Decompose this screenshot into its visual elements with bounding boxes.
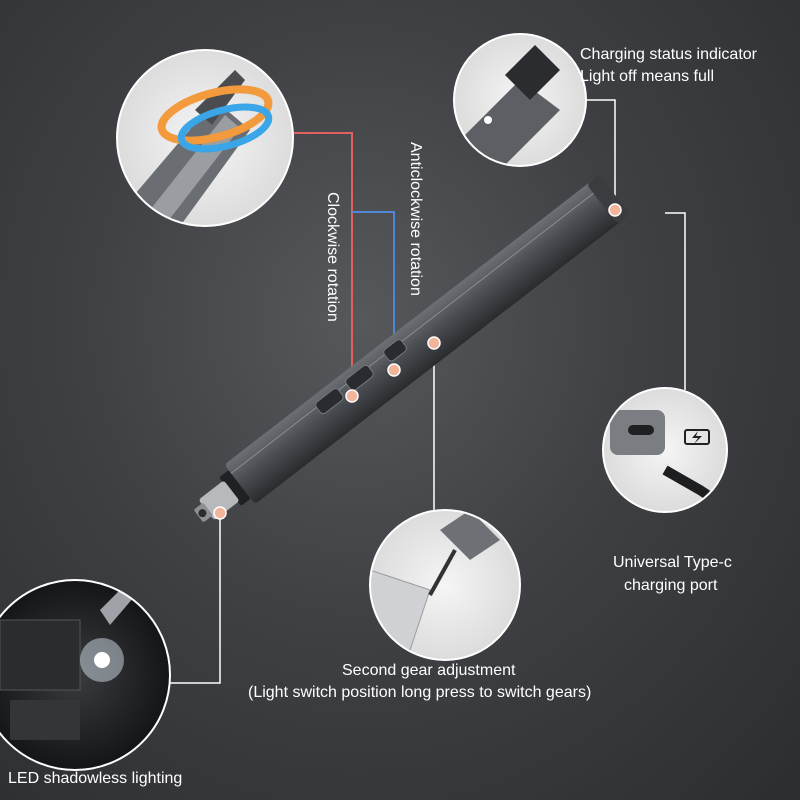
- charging-callout-line: [585, 99, 616, 205]
- anticlockwise-callout-line: [352, 211, 395, 368]
- gear-note-label: (Light switch position long press to swi…: [248, 684, 592, 701]
- led-label: LED shadowless lighting: [8, 770, 183, 787]
- typec-port-label: charging port: [624, 577, 718, 594]
- indicator-detail-circle: [453, 33, 587, 167]
- rotation-detail-circle: [116, 49, 294, 227]
- gear-detail-circle: [369, 509, 521, 661]
- typec-callout-line: [665, 212, 686, 390]
- markers: [213, 203, 622, 520]
- charging-full-label: Light off means full: [580, 68, 715, 85]
- typec-detail-circle: [602, 387, 728, 513]
- typec-label: Universal Type-c: [613, 554, 732, 571]
- anticlockwise-label: Anticlockwise rotation: [407, 142, 424, 296]
- clockwise-label: Clockwise rotation: [324, 192, 341, 322]
- charging-indicator-label: Charging status indicator: [580, 46, 757, 63]
- led-detail-circle: [0, 579, 171, 771]
- led-callout-line: [165, 512, 221, 684]
- gear-label: Second gear adjustment: [342, 662, 516, 679]
- clockwise-callout-line: [288, 132, 353, 395]
